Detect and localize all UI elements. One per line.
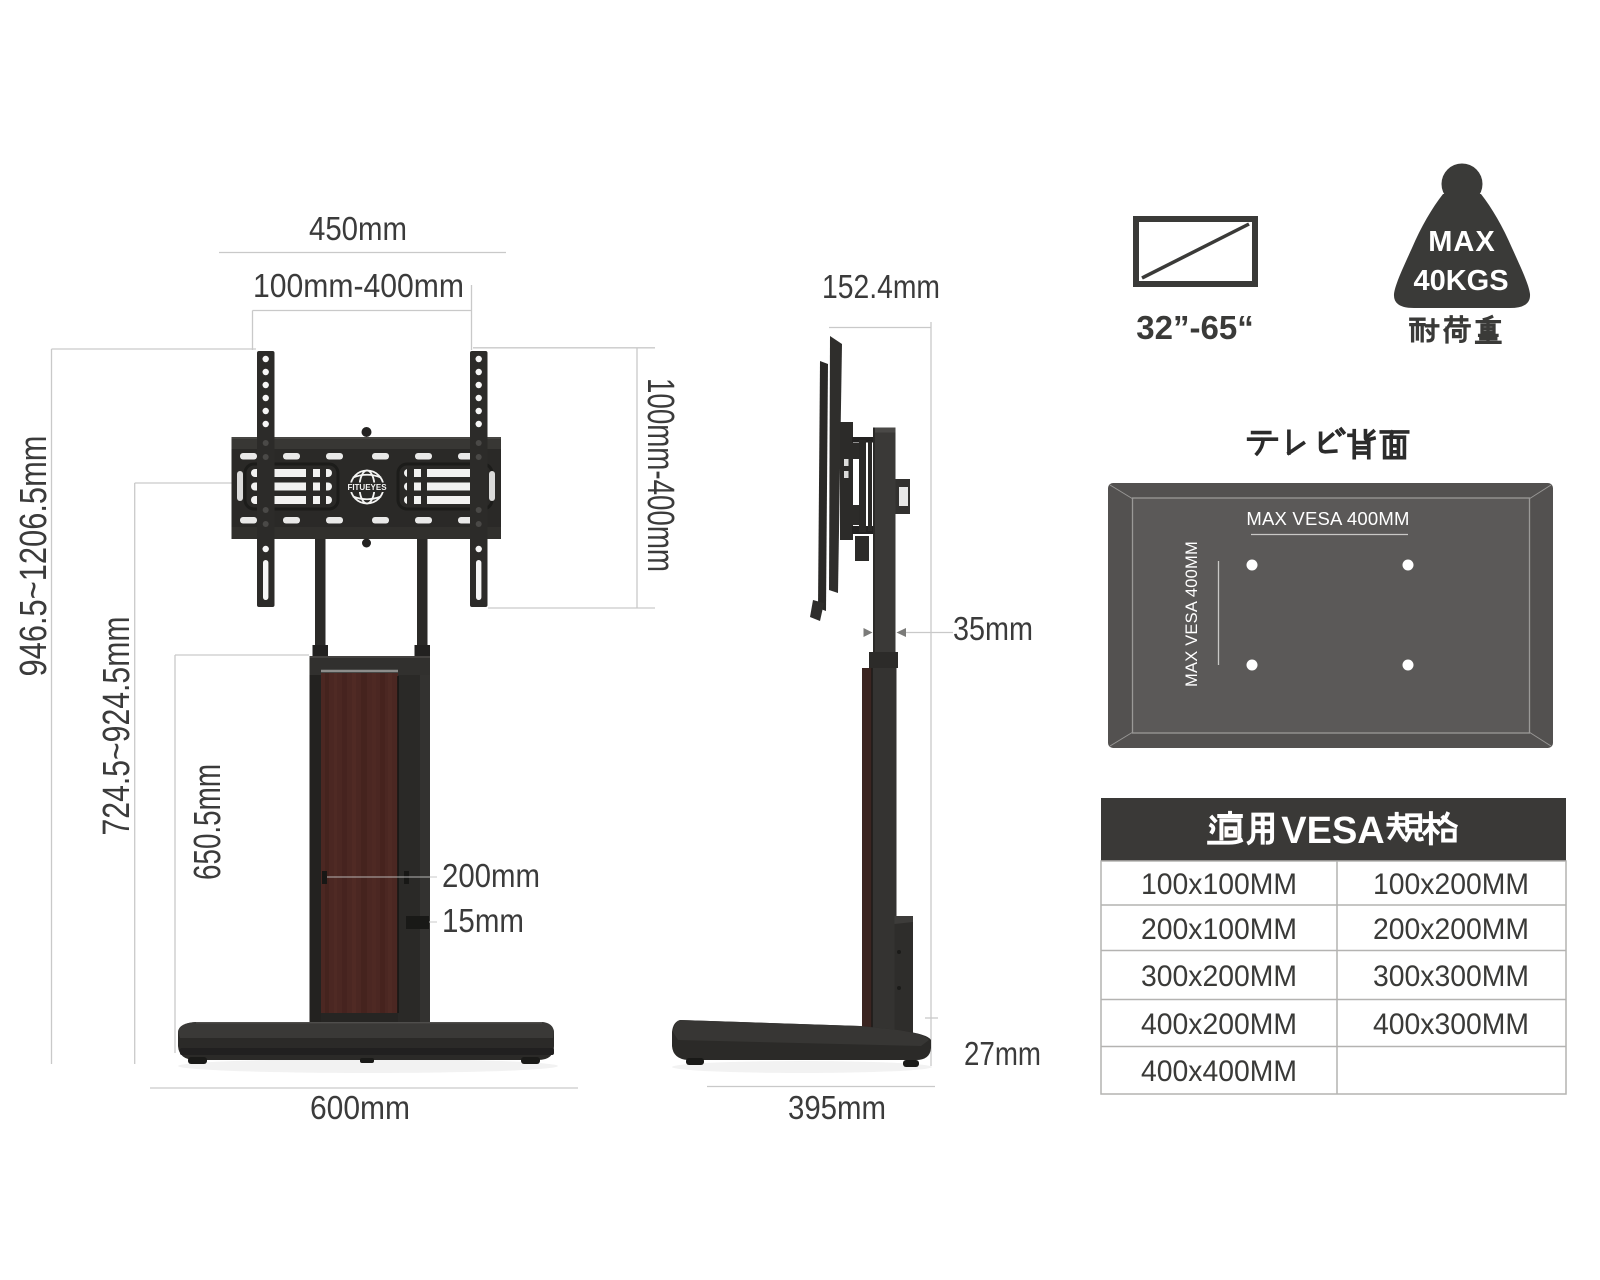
svg-text:FITUEYES: FITUEYES xyxy=(347,483,387,492)
svg-text:400x400MM: 400x400MM xyxy=(1141,1055,1297,1088)
svg-text:15mm: 15mm xyxy=(442,903,524,940)
svg-text:100mm-400mm: 100mm-400mm xyxy=(253,268,464,305)
svg-text:100x200MM: 100x200MM xyxy=(1373,868,1529,901)
svg-text:946.5~1206.5mm: 946.5~1206.5mm xyxy=(13,436,55,677)
svg-text:300x300MM: 300x300MM xyxy=(1373,960,1529,993)
svg-text:400x200MM: 400x200MM xyxy=(1141,1008,1297,1041)
svg-text:MAX: MAX xyxy=(1428,226,1495,258)
svg-text:395mm: 395mm xyxy=(788,1090,886,1127)
svg-text:100x100MM: 100x100MM xyxy=(1141,868,1297,901)
svg-text:200mm: 200mm xyxy=(442,858,540,895)
svg-text:VESA: VESA xyxy=(1281,810,1384,852)
svg-text:724.5~924.5mm: 724.5~924.5mm xyxy=(96,617,138,836)
svg-text:400x300MM: 400x300MM xyxy=(1373,1008,1529,1041)
svg-text:MAX VESA 400MM: MAX VESA 400MM xyxy=(1246,508,1409,529)
svg-text:27mm: 27mm xyxy=(964,1036,1041,1073)
svg-text:300x200MM: 300x200MM xyxy=(1141,960,1297,993)
svg-text:32”-65“: 32”-65“ xyxy=(1136,309,1253,346)
svg-text:200x100MM: 200x100MM xyxy=(1141,913,1297,946)
svg-text:600mm: 600mm xyxy=(310,1090,410,1127)
svg-text:40KGS: 40KGS xyxy=(1413,265,1508,297)
svg-text:35mm: 35mm xyxy=(953,611,1033,648)
svg-text:MAX VESA 400MM: MAX VESA 400MM xyxy=(1183,541,1201,687)
svg-text:200x200MM: 200x200MM xyxy=(1373,913,1529,946)
svg-text:100mm-400mm: 100mm-400mm xyxy=(639,378,681,572)
svg-text:650.5mm: 650.5mm xyxy=(187,764,229,880)
svg-text:152.4mm: 152.4mm xyxy=(822,269,940,306)
svg-text:450mm: 450mm xyxy=(309,211,407,248)
